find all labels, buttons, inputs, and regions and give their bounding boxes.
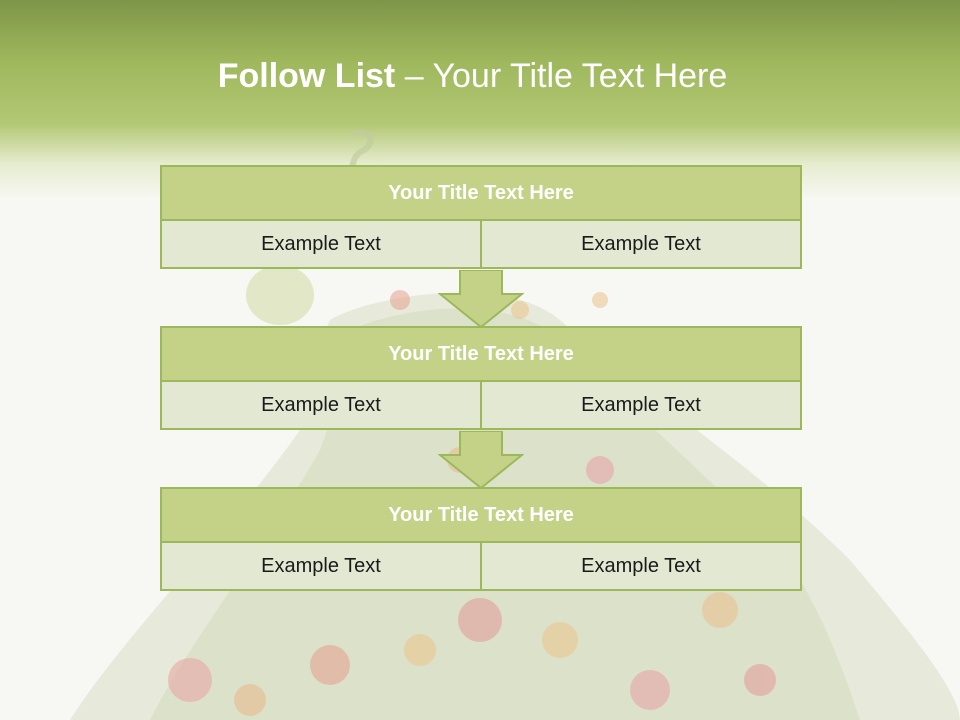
list-block-1: Your Title Text Here Example Text Exampl… <box>160 165 802 269</box>
slide-title-rest: – Your Title Text Here <box>395 57 728 95</box>
block-title: Your Title Text Here <box>160 326 802 382</box>
down-arrow-icon <box>438 270 524 328</box>
block-title: Your Title Text Here <box>160 487 802 543</box>
block-cell-right: Example Text <box>480 382 800 428</box>
block-row: Example Text Example Text <box>160 380 802 430</box>
block-cell-left: Example Text <box>261 554 381 577</box>
block-cell-right: Example Text <box>480 543 800 589</box>
down-arrow-icon <box>438 431 524 489</box>
block-cell-left: Example Text <box>261 232 381 255</box>
block-row: Example Text Example Text <box>160 219 802 269</box>
slide-title: Follow List – Your Title Text Here <box>0 52 945 100</box>
slide-title-bold: Follow List <box>217 57 396 95</box>
block-cell-right: Example Text <box>480 221 800 267</box>
list-block-2: Your Title Text Here Example Text Exampl… <box>160 326 802 430</box>
list-block-3: Your Title Text Here Example Text Exampl… <box>160 487 802 591</box>
block-row: Example Text Example Text <box>160 541 802 591</box>
block-title: Your Title Text Here <box>160 165 802 221</box>
block-cell-left: Example Text <box>261 393 381 416</box>
